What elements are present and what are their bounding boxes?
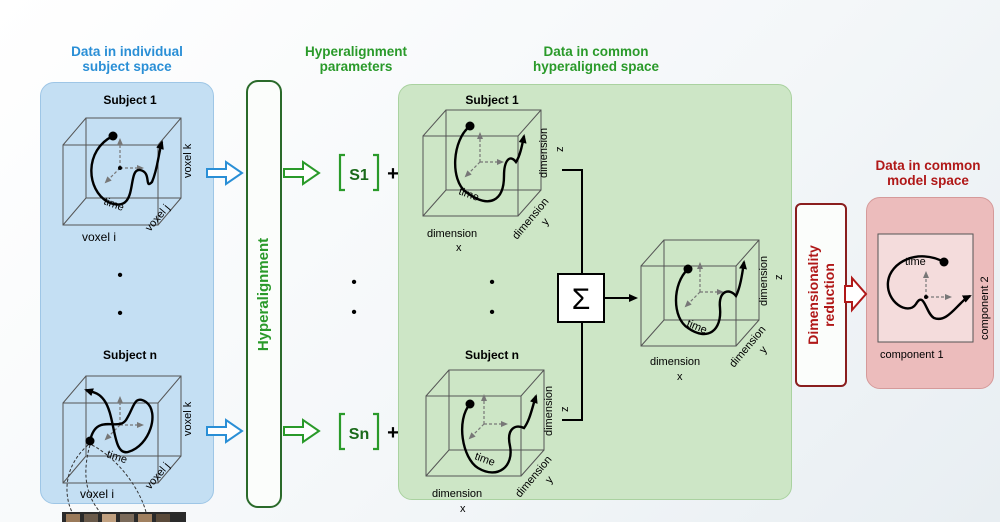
common-trajectory-n bbox=[461, 394, 538, 474]
dimensionality-reduction-box: Dimensionality reduction bbox=[795, 203, 847, 387]
model-time-label: time bbox=[905, 256, 926, 268]
individual-subject1-title: Subject 1 bbox=[103, 93, 157, 107]
model-trajectory bbox=[886, 255, 972, 321]
individual-subjectn-title: Subject n bbox=[103, 348, 157, 362]
component1-label: component 1 bbox=[880, 349, 944, 361]
common-start-1 bbox=[465, 121, 475, 131]
s1-label: S1 bbox=[349, 167, 369, 184]
avg-start bbox=[683, 264, 693, 274]
projection-lines bbox=[66, 444, 147, 513]
header-model-line2: model space bbox=[887, 173, 969, 188]
header-common-line1: Data in common bbox=[543, 44, 649, 59]
common-cube-n bbox=[425, 369, 545, 477]
common-axes-avg bbox=[684, 262, 724, 308]
component2-label: component 2 bbox=[979, 276, 991, 340]
ellipsis-dot-param-1: • bbox=[351, 274, 357, 291]
dim-z-label-1a: dimension bbox=[538, 128, 550, 178]
voxel-k-label-n: voxel k bbox=[182, 401, 194, 436]
plus-sign-1: + bbox=[387, 163, 399, 185]
header-params-line2: parameters bbox=[319, 59, 393, 74]
voxel-i-label-1: voxel i bbox=[82, 230, 116, 244]
sum-symbol: Σ bbox=[572, 283, 591, 316]
header-model: Data in common model space bbox=[856, 158, 1000, 188]
individual-axes-n bbox=[104, 396, 144, 441]
dim-x-label-avga: dimension bbox=[650, 356, 700, 368]
header-common-line2: hyperaligned space bbox=[532, 59, 660, 74]
header-individual-line1: Data in individual bbox=[71, 44, 183, 59]
dim-y-label-avgb: y bbox=[757, 344, 770, 356]
header-common: Data in common hyperaligned space bbox=[496, 44, 696, 74]
start-point-n bbox=[85, 436, 95, 446]
common-axes-n bbox=[468, 394, 508, 440]
voxel-i-label-n: voxel i bbox=[80, 487, 114, 501]
model-axes bbox=[923, 271, 952, 300]
header-params: Hyperalignment parameters bbox=[276, 44, 436, 74]
sum-connectors bbox=[562, 169, 638, 421]
voxel-k-label-1: voxel k bbox=[182, 143, 194, 178]
dim-y-label-nb: y bbox=[543, 474, 556, 486]
individual-cube-n bbox=[62, 375, 182, 484]
dim-z-label-1b: z bbox=[554, 147, 566, 153]
red-arrow bbox=[844, 275, 868, 313]
blue-arrow-top bbox=[206, 160, 244, 186]
ellipsis-dot-param-2: • bbox=[351, 304, 357, 321]
sn-matrix: Sn bbox=[338, 412, 380, 451]
dim-x-label-1b: x bbox=[456, 242, 462, 254]
plus-sign-n: + bbox=[387, 422, 399, 444]
common-axes-1 bbox=[464, 132, 504, 178]
individual-space-panel bbox=[40, 82, 214, 504]
time-trajectory-n bbox=[84, 388, 154, 454]
dim-z-label-na: dimension bbox=[543, 386, 555, 436]
header-params-line1: Hyperalignment bbox=[304, 44, 408, 59]
model-start bbox=[939, 257, 949, 267]
dim-z-label-avgb: z bbox=[773, 275, 785, 281]
time-label-common-1: time bbox=[457, 186, 481, 204]
dim-y-label-1b: y bbox=[539, 216, 552, 228]
common-start-n bbox=[465, 399, 475, 409]
time-trajectory-1 bbox=[90, 134, 164, 206]
start-point-1 bbox=[108, 131, 118, 141]
dim-x-label-avgb: x bbox=[677, 371, 683, 383]
header-individual: Data in individual subject space bbox=[30, 44, 224, 74]
sum-box bbox=[557, 273, 605, 323]
hyperalignment-box: Hyperalignment bbox=[246, 80, 282, 508]
dim-x-label-nb: x bbox=[460, 503, 466, 515]
blue-arrow-bottom bbox=[206, 418, 244, 444]
dim-x-label-1a: dimension bbox=[427, 228, 477, 240]
header-model-line1: Data in common bbox=[875, 158, 981, 173]
common-subjectn-title: Subject n bbox=[465, 348, 519, 362]
ellipsis-dot-ind-2: • bbox=[117, 305, 123, 322]
common-cube-avg bbox=[640, 239, 760, 347]
common-trajectory-1 bbox=[454, 125, 527, 203]
movie-filmstrip bbox=[62, 512, 186, 522]
individual-axes-1 bbox=[104, 138, 144, 184]
model-plot-frame bbox=[877, 233, 974, 343]
sn-label: Sn bbox=[349, 426, 369, 443]
header-individual-line2: subject space bbox=[82, 59, 172, 74]
ellipsis-dot-common-2: • bbox=[489, 304, 495, 321]
common-subject1-title: Subject 1 bbox=[465, 93, 519, 107]
ellipsis-dot-common-1: • bbox=[489, 274, 495, 291]
dim-z-label-nb: z bbox=[559, 407, 571, 413]
s1-matrix: S1 bbox=[338, 153, 380, 192]
green-arrow-bottom bbox=[283, 418, 321, 444]
dim-z-label-avga: dimension bbox=[758, 256, 770, 306]
ellipsis-dot-ind-1: • bbox=[117, 267, 123, 284]
green-arrow-top bbox=[283, 160, 321, 186]
avg-trajectory bbox=[674, 260, 747, 336]
common-cube-1 bbox=[422, 109, 542, 217]
dim-x-label-na: dimension bbox=[432, 488, 482, 500]
